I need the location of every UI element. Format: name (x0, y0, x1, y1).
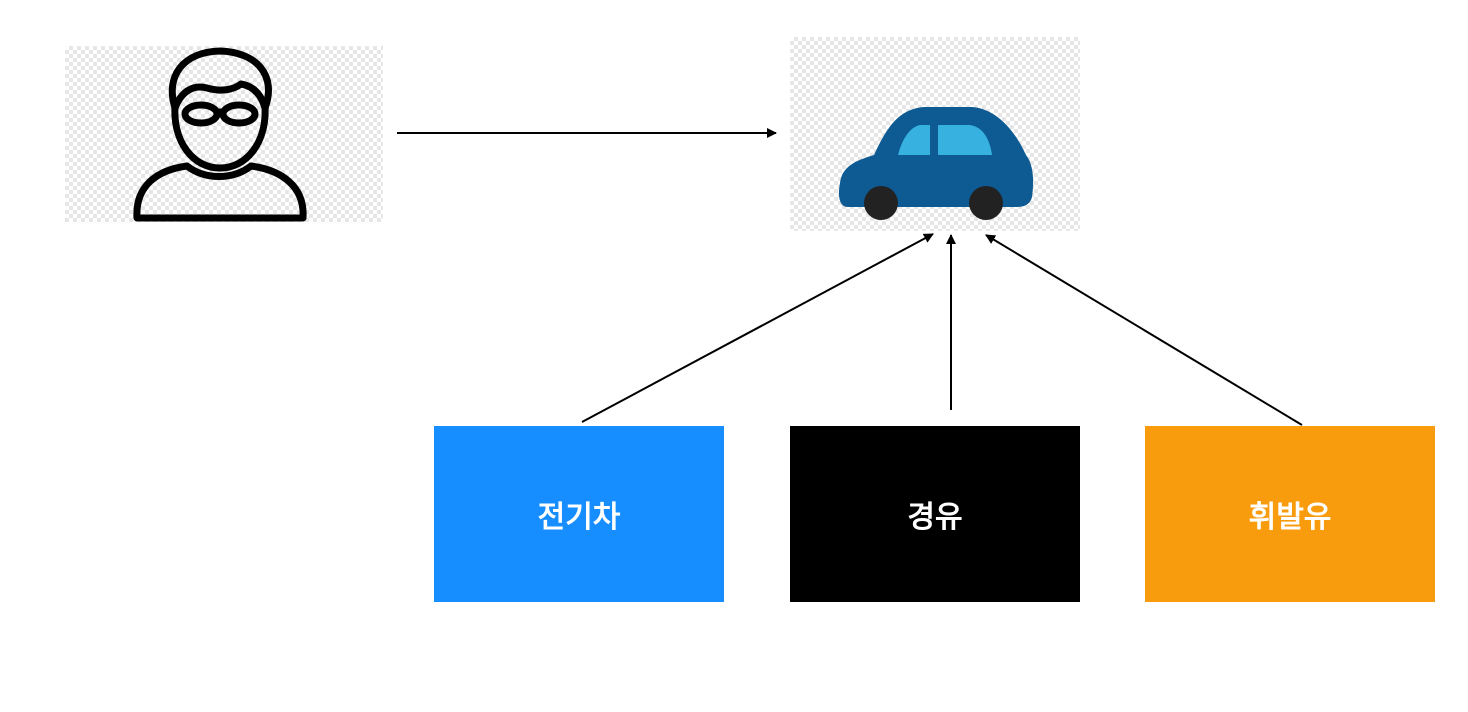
car-body (838, 107, 1034, 207)
car-wheel-front (969, 186, 1003, 220)
car-node (790, 37, 1080, 231)
fuel-box-electric: 전기차 (434, 426, 724, 602)
car-window-rear (898, 125, 930, 155)
fuel-box-diesel: 경유 (790, 426, 1080, 602)
car-icon (838, 107, 1034, 220)
person-node (65, 46, 383, 222)
edge-electric-to-car (581, 233, 934, 423)
person-glasses-icon (133, 47, 307, 222)
edge-gasoline-to-car (985, 234, 1303, 426)
fuel-label-electric: 전기차 (537, 500, 621, 535)
fuel-label-gasoline: 휘발유 (1248, 500, 1332, 535)
car-window-front (938, 125, 992, 155)
fuel-box-gasoline: 휘발유 (1145, 426, 1435, 602)
car-wheel-rear (864, 186, 898, 220)
fuel-label-diesel: 경유 (907, 500, 963, 535)
